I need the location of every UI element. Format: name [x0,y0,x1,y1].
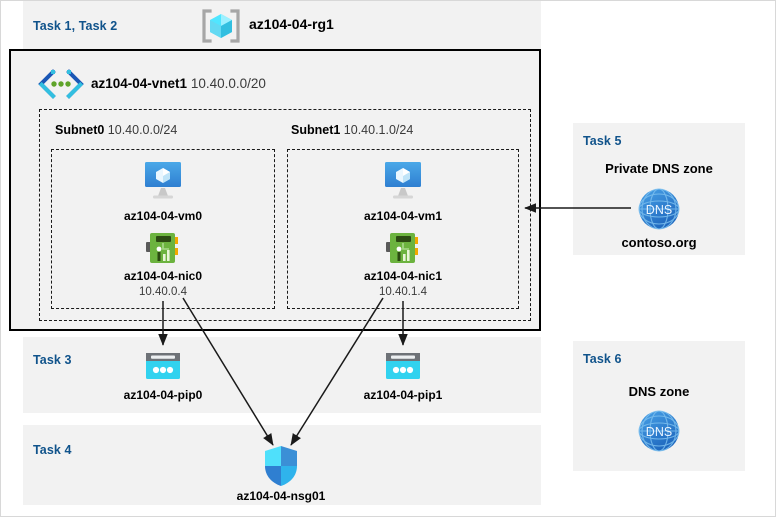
task-label-4: Task 4 [33,443,72,457]
nic1-ip: 10.40.1.4 [379,286,427,298]
subnet0-cidr: 10.40.0.0/24 [107,123,178,137]
pip1-label: az104-04-pip1 [363,388,443,402]
task3-panel [23,337,541,413]
public-ip-address-icon [381,349,425,385]
task-label-1-2: Task 1, Task 2 [33,19,118,33]
vm0-label: az104-04-vm0 [123,209,203,223]
nic1-label: az104-04-nic1 [363,269,443,283]
vnet-dashed-container [39,109,531,321]
vm1-label: az104-04-vm1 [363,209,443,223]
network-interface-icon [381,229,425,269]
virtual-machine-icon [379,159,427,203]
pip0-label: az104-04-pip0 [123,388,203,402]
vnet-cidr: 10.40.0.0/20 [190,76,266,91]
dns-zone-icon: DNS [635,185,683,233]
subnet1-cidr: 10.40.1.0/24 [343,123,414,137]
subnet0-title: Subnet0 10.40.0.0/24 [55,123,177,137]
network-interface-icon [141,229,185,269]
network-security-group-icon [259,444,303,488]
nic0-ip: 10.40.0.4 [139,286,187,298]
virtual-machine-icon [139,159,187,203]
dns-zone-title: DNS zone [628,384,690,399]
task-label-5: Task 5 [583,134,622,148]
subnet1-title: Subnet1 10.40.1.0/24 [291,123,413,137]
virtual-network-icon [37,69,85,99]
svg-text:DNS: DNS [646,203,672,217]
task-label-6: Task 6 [583,352,622,366]
svg-text:DNS: DNS [646,425,672,439]
subnet0-name: Subnet0 [55,123,105,137]
dns-zone-icon: DNS [635,407,683,455]
vnet-title: az104-04-vnet1 10.40.0.0/20 [91,76,266,91]
private-dns-zone-name: contoso.org [621,235,697,250]
nsg-label: az104-04-nsg01 [236,489,326,503]
nic0-label: az104-04-nic0 [123,269,203,283]
resource-group-name: az104-04-rg1 [249,16,334,32]
task-label-3: Task 3 [33,353,72,367]
private-dns-zone-title: Private DNS zone [605,161,713,176]
public-ip-address-icon [141,349,185,385]
resource-group-body-panel [9,49,541,331]
subnet1-name: Subnet1 [291,123,341,137]
vnet-name: az104-04-vnet1 [91,76,188,91]
resource-group-header-panel [23,1,541,49]
resource-group-icon [199,7,243,45]
